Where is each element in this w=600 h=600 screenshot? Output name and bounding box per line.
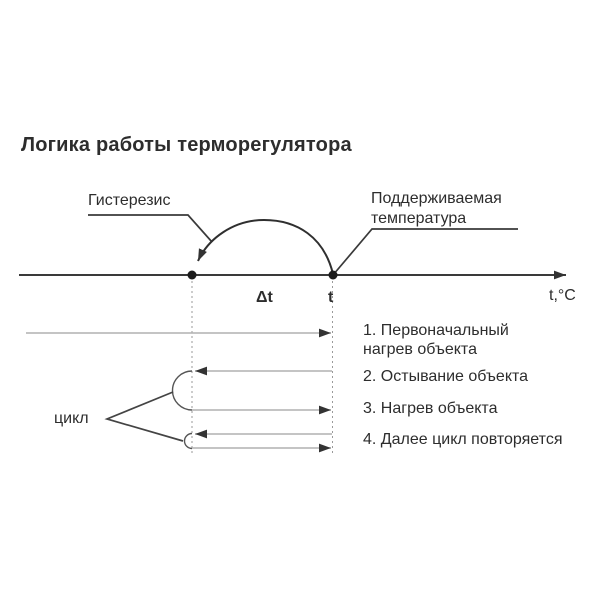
maintained-temperature-label-line1: Поддерживаемая (371, 190, 502, 207)
hysteresis-arc-arrow (197, 218, 334, 275)
cycle-label: цикл (54, 410, 89, 427)
page-title: Логика работы терморегулятора (21, 134, 352, 156)
delta-t-label: Δt (256, 289, 273, 306)
step-4-text: 4. Далее цикл повторяется (363, 431, 563, 448)
cycle-turn-arc-large (171, 370, 193, 411)
setpoint-t-label: t (328, 289, 334, 306)
hysteresis-callout-line (88, 214, 213, 243)
maintained-temperature-label: Поддерживаемая температура (371, 189, 502, 229)
cycle-turn-arc-small (183, 432, 193, 450)
lower-threshold-dot (187, 270, 197, 280)
cycle-brace-lines (104, 391, 184, 442)
axis-unit-label: t,°C (549, 287, 576, 304)
step-2-text: 2. Остывание объекта (363, 368, 529, 385)
step-1-line-2: нагрев объекта (363, 341, 477, 358)
step-3-text: 3. Нагрев объекта (363, 400, 498, 417)
step-1-text: 1. Первоначальный нагрев объекта (363, 321, 509, 359)
setpoint-dot (328, 270, 338, 280)
step-1-line-1: 1. Первоначальный (363, 322, 509, 339)
hysteresis-label: Гистерезис (88, 192, 171, 209)
maintained-temperature-label-line2: температура (371, 210, 467, 227)
maintained-temp-callout-line (332, 228, 518, 276)
